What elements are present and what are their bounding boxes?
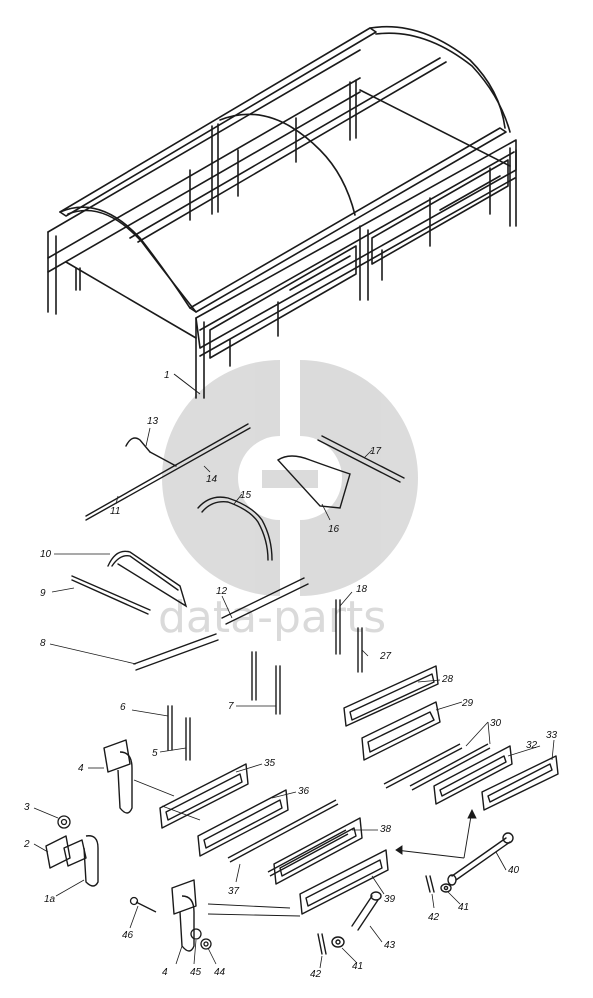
label-41a: 41 — [458, 902, 469, 913]
cargo-body-frame — [47, 25, 517, 399]
label-16: 16 — [328, 524, 340, 535]
label-17: 17 — [370, 446, 382, 457]
label-44: 44 — [214, 967, 226, 978]
label-15: 15 — [240, 490, 252, 501]
panels-right-callouts — [417, 679, 555, 761]
label-41b: 41 — [352, 961, 363, 972]
label-33: 33 — [546, 730, 558, 741]
label-8: 8 — [40, 638, 46, 649]
label-45: 45 — [190, 967, 202, 978]
side-rails — [71, 550, 309, 671]
label-27: 27 — [379, 651, 392, 662]
label-29: 29 — [461, 698, 474, 709]
label-1a: 1a — [44, 894, 56, 905]
watermark-logo — [162, 360, 418, 596]
label-40: 40 — [508, 865, 520, 876]
label-6: 6 — [120, 702, 126, 713]
label-11: 11 — [110, 506, 120, 517]
label-38: 38 — [380, 824, 392, 835]
label-37: 37 — [228, 886, 240, 897]
label-5: 5 — [152, 748, 158, 759]
watermark-text: data-parts — [158, 592, 386, 643]
hardware-callouts — [33, 767, 217, 965]
label-46: 46 — [122, 930, 134, 941]
side-panels-right — [343, 665, 559, 811]
label-32: 32 — [526, 740, 538, 751]
label-3: 3 — [24, 802, 30, 813]
label-7: 7 — [228, 701, 234, 712]
label-10: 10 — [40, 549, 52, 560]
label-4a: 4 — [78, 763, 84, 774]
label-14: 14 — [206, 474, 218, 485]
label-43: 43 — [384, 940, 396, 951]
pins-callouts — [319, 851, 507, 969]
label-13: 13 — [147, 416, 159, 427]
hardware-small — [57, 815, 212, 950]
label-2: 2 — [23, 839, 30, 850]
callout-1: 1 — [164, 370, 201, 395]
side-panels-left — [159, 763, 389, 915]
label-35: 35 — [264, 758, 276, 769]
label-39: 39 — [384, 894, 396, 905]
pins-washers — [317, 832, 514, 955]
hinge-brackets — [45, 739, 197, 952]
roof-rods — [85, 423, 405, 561]
label-36: 36 — [298, 786, 310, 797]
label-4b: 4 — [162, 967, 168, 978]
roof-callouts — [115, 427, 373, 521]
label-42a: 42 — [428, 912, 440, 923]
label-30: 30 — [490, 718, 502, 729]
label-18: 18 — [356, 584, 368, 595]
posts-callouts — [131, 591, 369, 753]
rails-callouts — [49, 553, 233, 665]
label-42b: 42 — [310, 969, 322, 980]
label-12: 12 — [216, 586, 228, 597]
label-9: 9 — [40, 588, 46, 599]
panels-left-callouts — [235, 763, 385, 895]
label-28: 28 — [441, 674, 454, 685]
leader-arrows — [133, 779, 477, 917]
label-1: 1 — [164, 370, 170, 381]
